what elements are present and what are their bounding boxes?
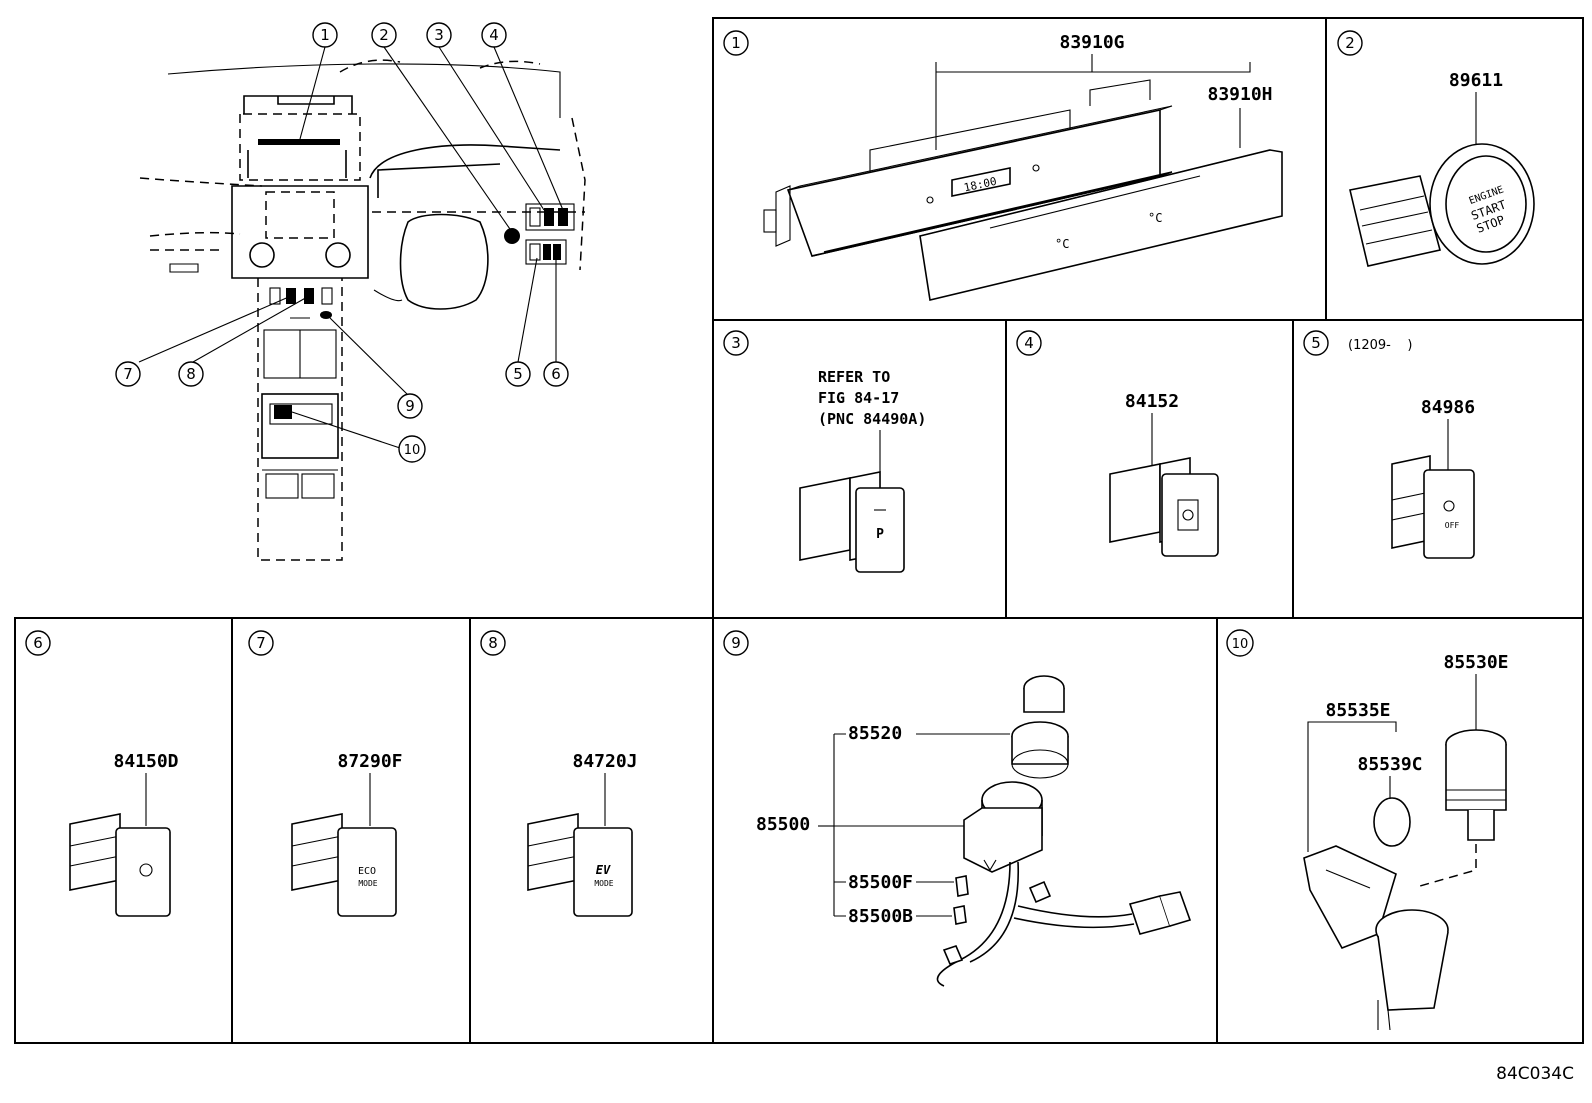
panel-borders (14, 17, 1584, 1044)
panel-8: 8 84720J EV MODE (480, 630, 638, 917)
overview-callout-1: 1 (320, 26, 330, 44)
panel-1-callout: 1 (731, 34, 741, 52)
panel-1: 1 83910G 83910H 18:00 °C °C (723, 30, 1283, 301)
overview-callout-4: 4 (489, 26, 499, 44)
panel-7: 7 87290F ECO MODE (248, 630, 403, 917)
panel-10-callout: 10 (1232, 637, 1249, 652)
overview-callout-3: 3 (434, 26, 444, 44)
part-number: 84986 (1421, 397, 1475, 418)
panel-4-callout: 4 (1024, 334, 1034, 352)
panel-5: 5 (1209- ) 84986 OFF (1303, 330, 1475, 559)
switch-label: MODE (358, 879, 377, 888)
part-number: 85500F (848, 872, 913, 893)
part-number: 85539C (1357, 754, 1422, 775)
overview-callout-7: 7 (123, 365, 133, 383)
overview-callout-6: 6 (551, 365, 561, 383)
panel-4: 4 84152 (1016, 330, 1219, 557)
part-number: 85530E (1443, 652, 1508, 673)
panel-6-callout: 6 (33, 634, 43, 652)
part-number: 84152 (1125, 391, 1179, 412)
switch-label: MODE (594, 879, 613, 888)
part-number: 87290F (337, 751, 402, 772)
part-number: 84720J (572, 751, 637, 772)
part-number: 85500B (848, 906, 913, 927)
overview-callout-9: 9 (405, 397, 415, 415)
panel-9-callout: 9 (731, 634, 741, 652)
reference-note: REFER TO (818, 368, 890, 386)
part-number: 85500 (756, 814, 810, 835)
panel-8-callout: 8 (488, 634, 498, 652)
dashboard-overview: 1 2 3 4 5 6 7 8 9 10 (115, 22, 586, 561)
part-number: 84150D (113, 751, 178, 772)
figure-code: 84C034C (1496, 1064, 1574, 1084)
part-number: 83910H (1207, 84, 1272, 105)
overview-callout-2: 2 (379, 26, 389, 44)
part-number: 85535E (1325, 700, 1390, 721)
panel-2: 2 89611 ENGINE START STOP (1337, 30, 1535, 267)
panel-9: 9 85520 85500 85500F 85500B (723, 630, 1192, 987)
switch-label: OFF (1445, 521, 1460, 530)
panel-2-callout: 2 (1345, 34, 1355, 52)
overview-callout-5: 5 (513, 365, 523, 383)
part-number: 83910G (1059, 32, 1124, 53)
panel-6: 6 84150D (25, 630, 179, 917)
switch-label: EV (596, 863, 611, 877)
production-range: (1209- ) (1348, 338, 1412, 353)
overview-callout-10: 10 (404, 443, 421, 458)
reference-note: (PNC 84490A) (818, 410, 926, 428)
temp-mark: °C (1055, 237, 1069, 251)
switch-label: ECO (358, 866, 376, 877)
switch-label: P (876, 527, 884, 542)
temp-mark: °C (1148, 211, 1162, 225)
part-number: 85520 (848, 723, 902, 744)
overview-callouts: 1 2 3 4 5 6 7 8 9 10 (115, 22, 569, 463)
panel-3-callout: 3 (731, 334, 741, 352)
reference-note: FIG 84-17 (818, 389, 899, 407)
overview-callout-8: 8 (186, 365, 196, 383)
panel-7-callout: 7 (256, 634, 266, 652)
part-number: 89611 (1449, 70, 1503, 91)
panel-10: 10 85530E 85535E 85539C (1226, 629, 1509, 1031)
panel-3: 3 REFER TO FIG 84-17 (PNC 84490A) P (723, 330, 926, 573)
panel-5-callout: 5 (1311, 334, 1321, 352)
